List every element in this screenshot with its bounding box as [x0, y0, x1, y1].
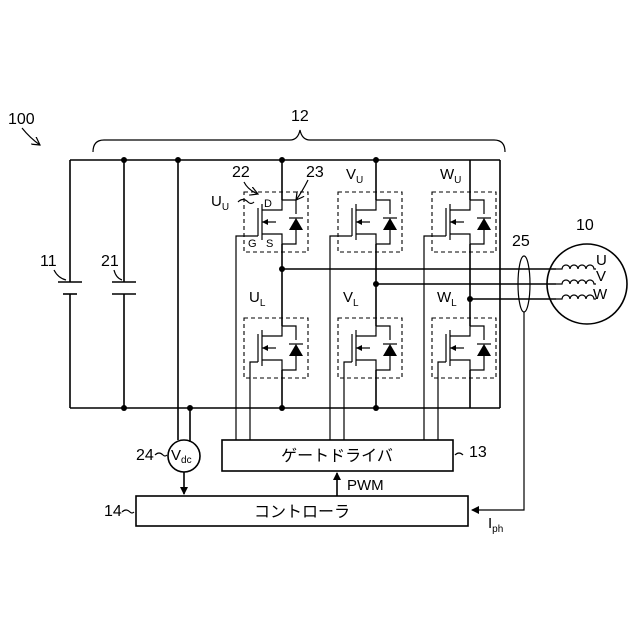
voltmeter-leader: [155, 453, 167, 456]
controller-text: コントローラ: [254, 504, 350, 521]
inverter-brace: [93, 130, 505, 152]
switch-label-lower-w: WL: [437, 289, 457, 309]
capacitor-leader: [114, 270, 122, 280]
battery-leader: [54, 270, 66, 280]
capacitor-label: 21: [101, 253, 119, 270]
diode-ref-leader: [296, 180, 308, 200]
motor-phase-w-label: W: [593, 286, 608, 303]
controller-label: 14: [104, 503, 122, 520]
switch-upper-v: VU: [330, 160, 402, 440]
switch-ref-label: 22: [232, 164, 250, 181]
motor-windings: [556, 265, 596, 299]
gate-driver-leader: [455, 453, 463, 455]
iph-label: Iph: [488, 515, 503, 535]
motor-phase-v-label: V: [596, 268, 606, 285]
switch-lower-v: VL: [338, 289, 402, 440]
motor-coil-w: [556, 295, 596, 299]
switch-upper-w: WU: [424, 160, 496, 440]
motor-coil-v: [556, 280, 596, 284]
gate-driver-label: 13: [469, 444, 487, 461]
controller-leader: [122, 510, 134, 513]
drain-label: D: [264, 198, 272, 210]
uu-label-leader: [238, 200, 254, 204]
phase-output-lines: [282, 269, 556, 299]
switch-label-upper-u: UU: [211, 193, 229, 213]
current-sense-line: [472, 312, 524, 510]
motor-phase-u-label: U: [596, 252, 607, 269]
battery-symbol: [58, 282, 82, 294]
system-leader: [22, 128, 40, 145]
battery-label: 11: [40, 253, 57, 270]
source-label: S: [266, 238, 273, 250]
voltmeter-label: 24: [136, 447, 154, 464]
switch-lower-w: WL: [432, 289, 496, 440]
switch-label-upper-w: WU: [440, 166, 461, 186]
diode-ref-label: 23: [306, 164, 324, 181]
switch-label-lower-u: UL: [249, 289, 266, 309]
motor-coil-u: [556, 265, 596, 269]
pwm-label: PWM: [347, 477, 384, 494]
sensor-ring-label: 25: [512, 233, 530, 250]
motor-label: 10: [576, 217, 594, 234]
inverter-label: 12: [291, 108, 309, 125]
gate-label: G: [248, 238, 257, 250]
vdc-label: Vdc: [171, 447, 192, 466]
gate-driver-text: ゲートドライバ: [281, 447, 393, 465]
system-label: 100: [8, 111, 35, 128]
switch-label-upper-v: VU: [346, 166, 363, 186]
switch-label-lower-v: VL: [343, 289, 359, 309]
capacitor-symbol: [112, 160, 136, 408]
switch-lower-u: UL: [244, 289, 308, 440]
